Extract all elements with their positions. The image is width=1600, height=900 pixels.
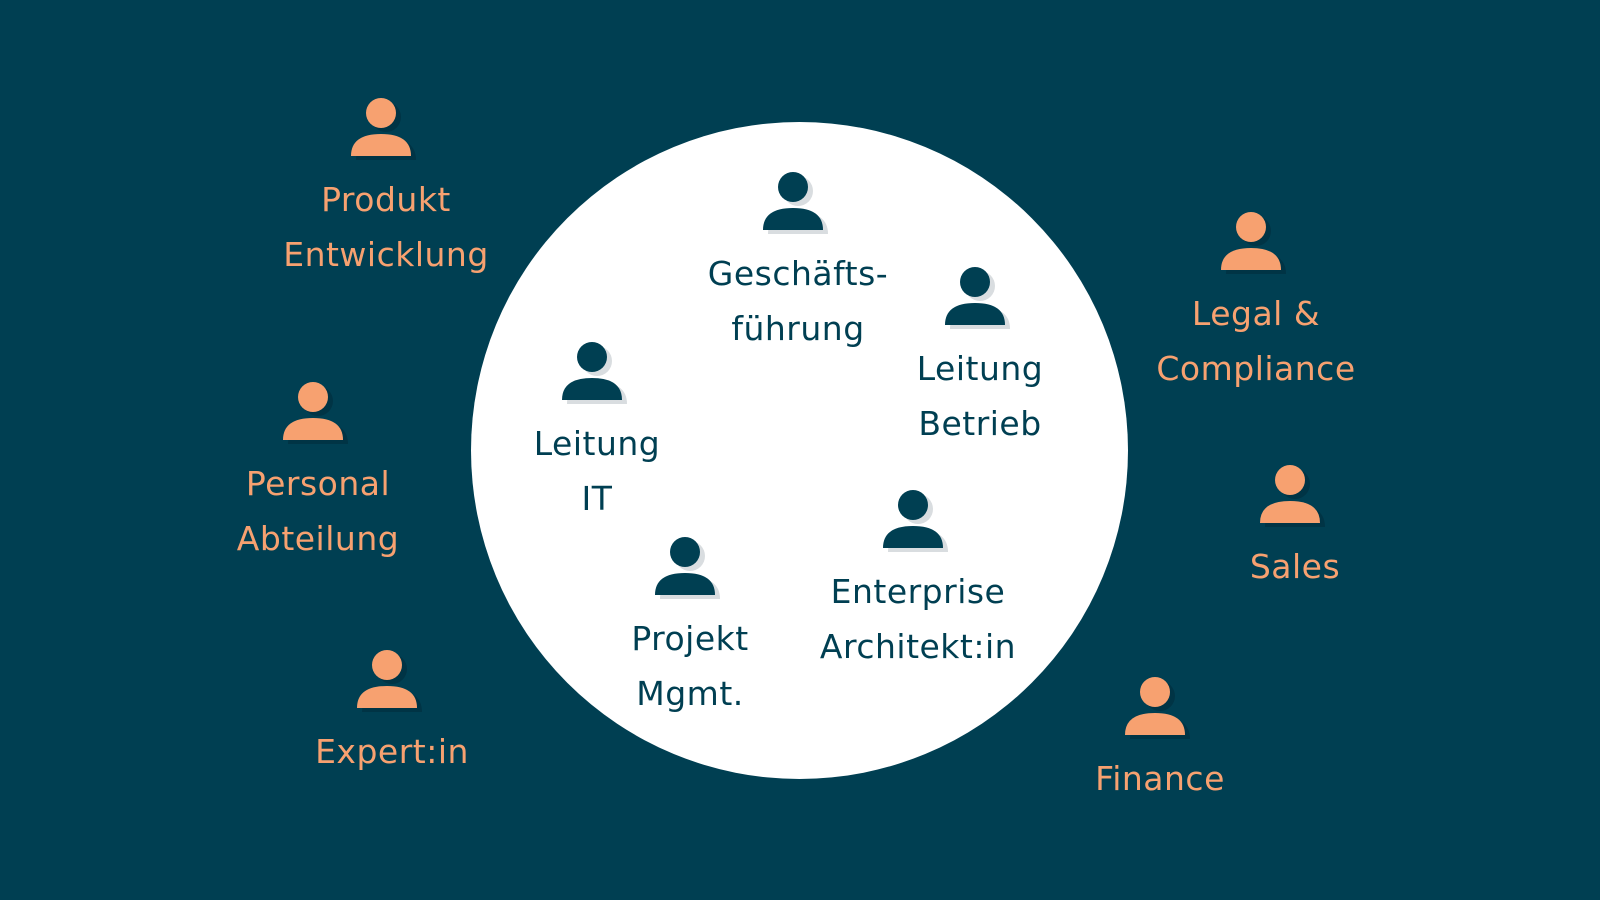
role-label: Produkt Entwicklung (283, 180, 489, 274)
role-label: Sales (1249, 547, 1341, 586)
person-icon (351, 98, 416, 160)
person-icon (1125, 677, 1190, 739)
role-personal-abteilung: Personal Abteilung (198, 380, 438, 566)
person-icon (655, 537, 720, 599)
role-label: Personal Abteilung (236, 464, 400, 558)
role-label: Expert:in (315, 732, 469, 771)
role-expertin: Expert:in (272, 648, 512, 779)
role-label: Legal & Compliance (1156, 294, 1356, 388)
role-label: Projekt Mgmt. (631, 619, 749, 713)
role-label: Leitung IT (533, 424, 661, 518)
role-sales: Sales (1175, 463, 1415, 594)
role-projekt-mgmt: Projekt Mgmt. (570, 535, 810, 721)
role-legal-compliance: Legal & Compliance (1136, 210, 1376, 396)
role-finance: Finance (1040, 675, 1280, 806)
person-icon (945, 267, 1010, 329)
role-enterprise-architektin: Enterprise Architekt:in (798, 488, 1038, 674)
role-leitung-it: Leitung IT (477, 340, 717, 526)
person-icon (1260, 465, 1325, 527)
person-icon (1221, 212, 1286, 274)
role-label: Finance (1095, 759, 1225, 798)
role-label: Leitung Betrieb (916, 349, 1044, 443)
role-leitung-betrieb: Leitung Betrieb (860, 265, 1100, 451)
role-label: Geschäfts- führung (707, 254, 889, 348)
person-icon (357, 650, 422, 712)
person-icon (562, 342, 627, 404)
person-icon (763, 172, 828, 234)
person-icon (283, 382, 348, 444)
role-label: Enterprise Architekt:in (819, 572, 1017, 666)
role-geschaeftsfuehrung: Geschäfts- führung (678, 170, 918, 356)
person-icon (883, 490, 948, 552)
role-produkt-entwicklung: Produkt Entwicklung (266, 96, 506, 282)
